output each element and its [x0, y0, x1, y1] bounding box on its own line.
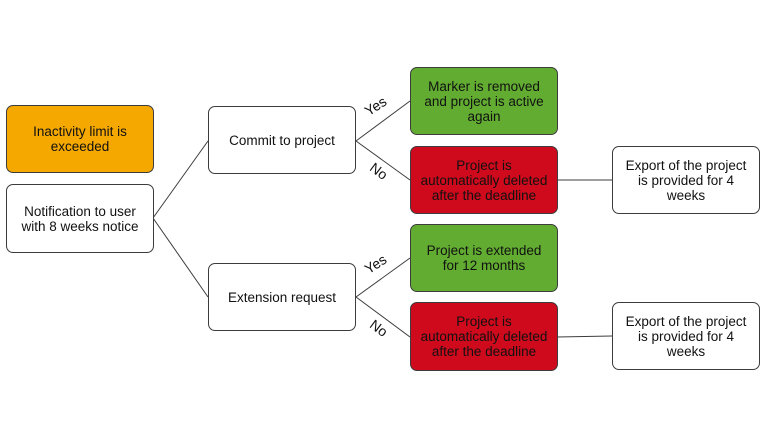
- node-notification: Notification to user with 8 weeks notice: [6, 184, 154, 253]
- connector-notification-extension: [152, 217, 209, 298]
- node-export-1-label: Export of the project is provided for 4 …: [625, 157, 747, 203]
- node-marker-removed-label: Marker is removed and project is active …: [424, 78, 544, 124]
- connector-extension-deleted: [355, 296, 411, 338]
- node-project-deleted-1: Project is automatically deleted after t…: [410, 146, 558, 214]
- connector-commit-marker: [355, 100, 411, 142]
- node-export-1: Export of the project is provided for 4 …: [612, 146, 760, 214]
- connector-deleted-export-2: [556, 335, 613, 338]
- node-inactivity-limit: Inactivity limit is exceeded: [6, 105, 154, 173]
- connector-extension-extended: [355, 257, 411, 298]
- node-extension-request: Extension request: [208, 263, 356, 331]
- node-project-extended: Project is extended for 12 months: [410, 224, 558, 292]
- connector-commit-deleted: [355, 140, 411, 181]
- node-project-extended-label: Project is extended for 12 months: [426, 243, 542, 273]
- node-project-deleted-1-label: Project is automatically deleted after t…: [420, 157, 548, 203]
- node-inactivity-limit-label: Inactivity limit is exceeded: [33, 124, 127, 154]
- node-extension-label: Extension request: [227, 289, 337, 305]
- node-commit-label: Commit to project: [229, 132, 335, 148]
- node-export-2: Export of the project is provided for 4 …: [612, 302, 760, 370]
- node-marker-removed: Marker is removed and project is active …: [410, 67, 558, 135]
- node-export-2-label: Export of the project is provided for 4 …: [625, 313, 747, 359]
- node-project-deleted-2-label: Project is automatically deleted after t…: [420, 314, 548, 359]
- node-project-deleted-2: Project is automatically deleted after t…: [410, 302, 558, 371]
- node-notification-label: Notification to user with 8 weeks notice: [21, 203, 139, 234]
- connector-notification-commit: [152, 140, 209, 219]
- node-commit-to-project: Commit to project: [208, 106, 356, 174]
